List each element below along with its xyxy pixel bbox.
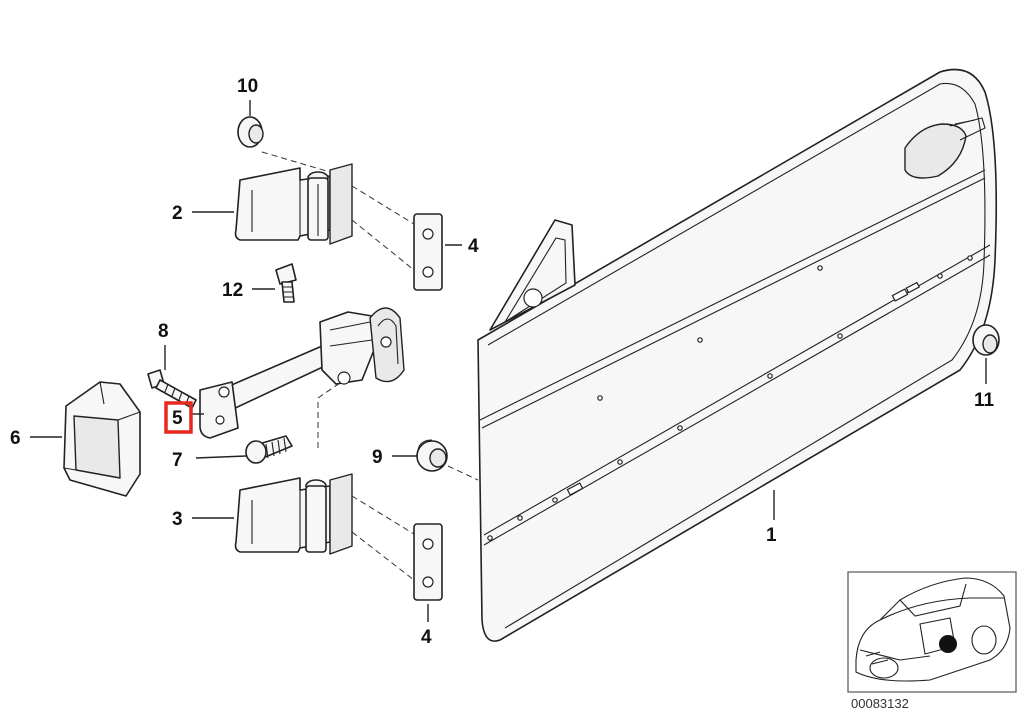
check-strap-boot[interactable] [63,381,141,497]
callout-7: 7 [172,450,183,471]
callout-8: 8 [158,321,169,342]
grommet-part-9[interactable] [416,439,448,472]
callout-1: 1 [766,525,777,546]
reference-number: 00083132 [851,696,909,711]
location-marker [939,635,957,653]
lower-hinge[interactable] [234,473,353,555]
callout-3: 3 [172,509,183,530]
callout-9: 9 [372,447,383,468]
door-shell[interactable] [477,68,998,642]
grommet-part-11[interactable] [972,324,1000,356]
callout-11: 11 [974,390,995,411]
nut-part-10[interactable] [237,116,264,148]
bolt-part-7[interactable] [245,435,293,464]
callout-12: 12 [222,280,243,301]
highlight-box-part-5 [164,401,193,434]
car-thumbnail [855,577,1011,682]
backing-plate-top[interactable] [413,213,443,291]
callout-4-bottom: 4 [421,627,432,648]
callout-labels: 1 2 3 4 4 5 6 7 8 9 10 11 12 [10,76,995,648]
door-check-strap[interactable] [199,307,405,439]
callout-10: 10 [237,76,258,97]
bolt-part-12[interactable] [275,263,297,303]
backing-plate-bottom[interactable] [413,523,443,601]
callout-4-top: 4 [468,236,479,257]
callout-6: 6 [10,428,21,449]
locator-inset: 00083132 [847,571,1017,711]
leader-lines [30,100,987,622]
upper-hinge[interactable] [234,163,353,245]
callout-2: 2 [172,203,183,224]
callout-5: 5 [172,408,183,429]
